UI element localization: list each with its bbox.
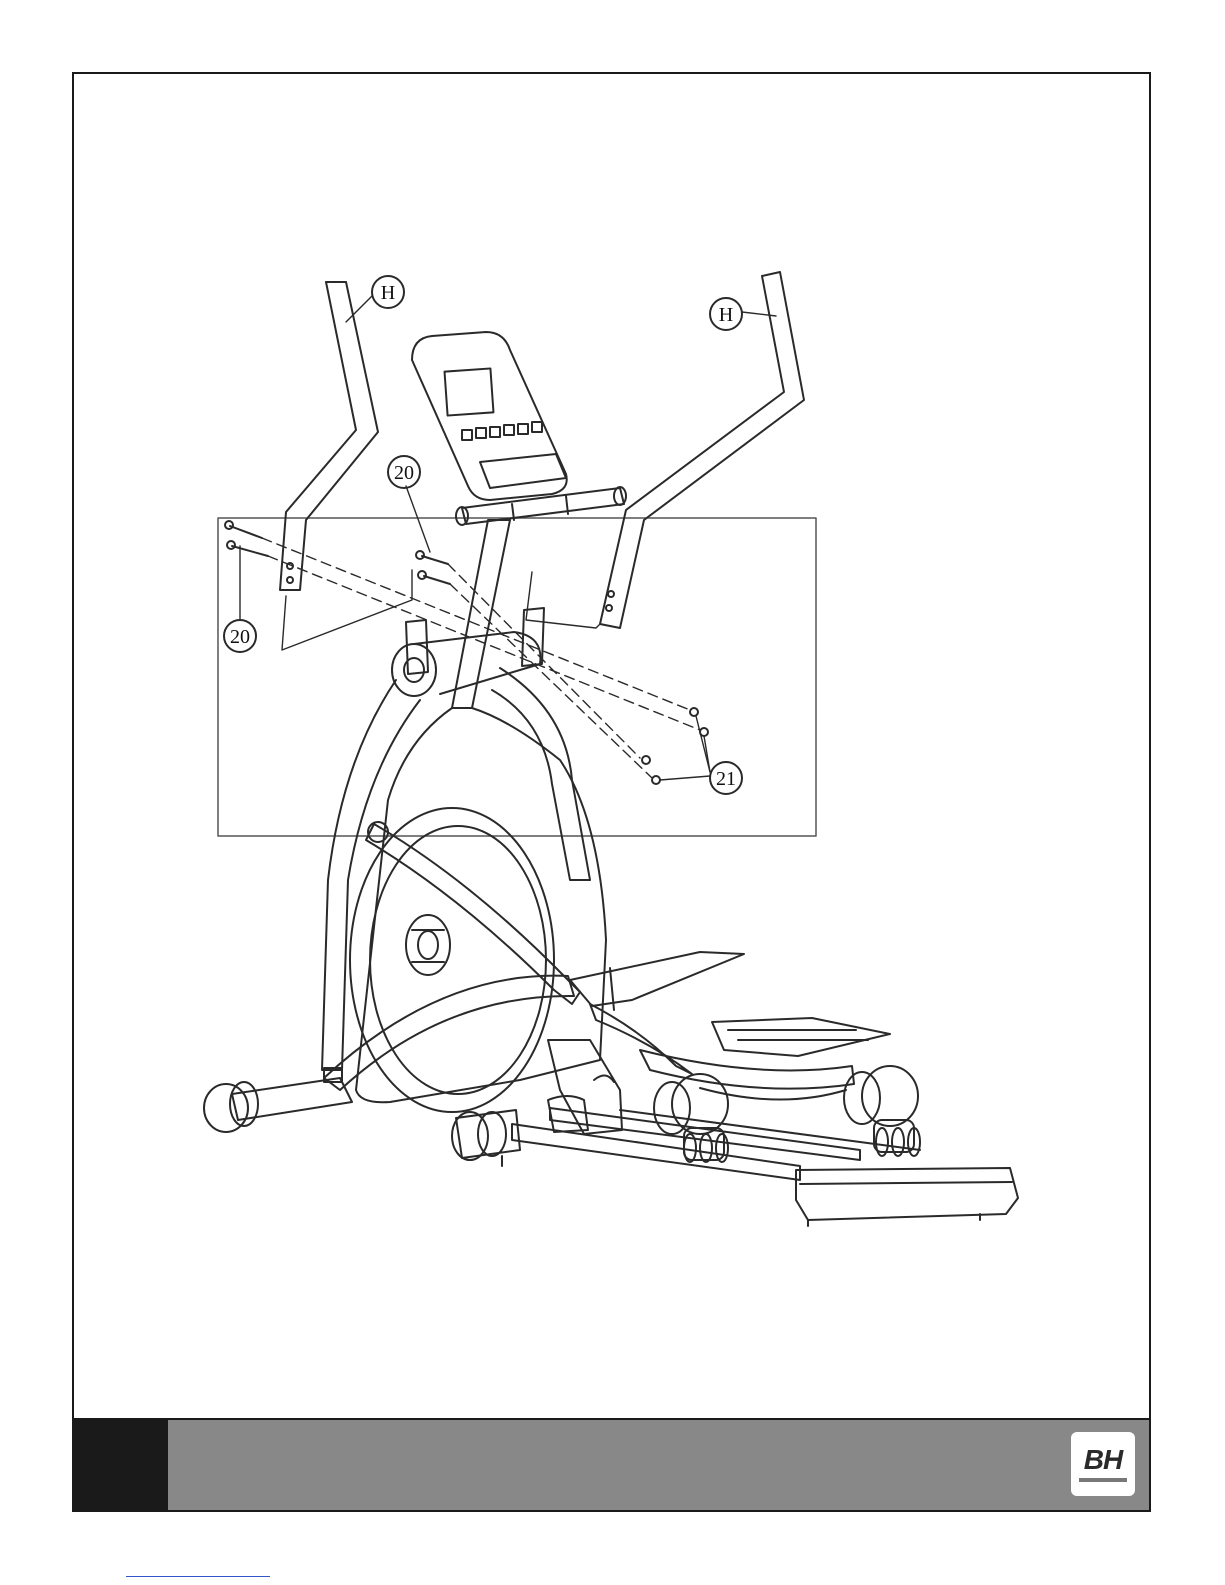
bh-logo-text: BH xyxy=(1084,1446,1122,1474)
pedal-plate-left xyxy=(570,952,744,1010)
callout-label-h-left: H xyxy=(381,282,395,304)
roller-wheel-left xyxy=(654,1074,728,1162)
callout-label-20-left: 20 xyxy=(230,626,250,648)
console-mast xyxy=(452,487,626,708)
alignment-lines xyxy=(262,538,700,778)
page-number xyxy=(74,1420,168,1510)
pedal-arm xyxy=(324,822,580,1090)
callout-label-20-top: 20 xyxy=(394,462,414,484)
left-handlebar xyxy=(280,282,378,590)
bolts-20 xyxy=(225,521,450,584)
front-stabilizer xyxy=(204,1068,520,1166)
footer-bar: BH xyxy=(168,1420,1149,1510)
bh-logo: BH xyxy=(1071,1432,1135,1496)
page-footer: BH xyxy=(72,1418,1151,1512)
right-handlebar xyxy=(600,272,804,628)
center-support xyxy=(548,1040,622,1134)
pedal-plate-right xyxy=(712,1018,890,1056)
callout-label-21: 21 xyxy=(716,768,736,790)
roller-wheel-right xyxy=(844,1066,920,1156)
bh-logo-underline xyxy=(1079,1478,1127,1482)
bottom-link-underline xyxy=(126,1576,270,1577)
console xyxy=(412,332,567,500)
callout-label-h-right: H xyxy=(719,304,733,326)
